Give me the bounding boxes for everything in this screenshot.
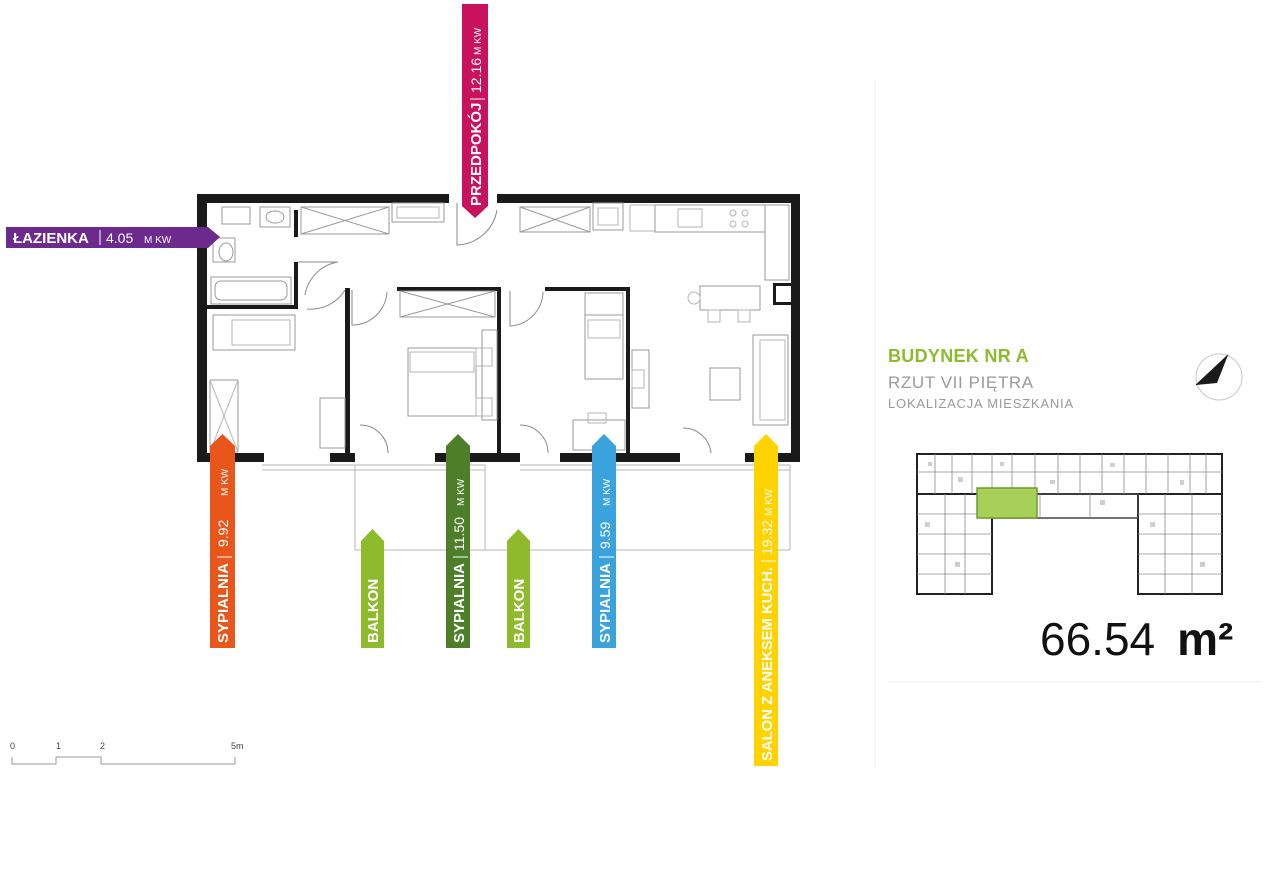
room-area-bathroom: 4.05 (106, 230, 133, 246)
room-unit-hall: M KW (473, 27, 484, 55)
room-label-living: SALON Z ANEKSEM KUCH. 19.32 M KW (754, 434, 778, 766)
room-name-bedroom-3: SYPIALNIA (597, 563, 614, 643)
room-name-bathroom: ŁAZIENKA (13, 230, 89, 247)
room-unit-bedroom-2: M KW (456, 478, 467, 506)
room-area-bedroom-1: 9.92 (215, 520, 231, 547)
apartment-location-highlight (976, 487, 1038, 519)
scale-tick-2: 2 (100, 741, 105, 751)
interior-walls (207, 210, 791, 453)
building-locator-plan (916, 453, 1223, 595)
room-label-bedroom-3: SYPIALNIA 9.59 M KW (592, 434, 616, 648)
room-label-bathroom: ŁAZIENKA 4.05 M KW (6, 227, 220, 248)
door-swings (298, 203, 712, 454)
room-name-bedroom-1: SYPIALNIA (215, 563, 232, 643)
total-area-value: 66.54 (1040, 613, 1156, 665)
room-unit-bathroom: M KW (144, 235, 172, 246)
room-area-living: 19.32 (759, 520, 775, 555)
balcony-outline (262, 464, 791, 551)
total-area-unit: m² (1177, 613, 1234, 665)
room-label-hall: PRZEDPOKÓJ 12.16 M KW (462, 4, 488, 218)
room-unit-living: M KW (764, 488, 775, 516)
room-name-hall: PRZEDPOKÓJ (467, 103, 485, 206)
room-area-bedroom-3: 9.59 (597, 522, 613, 549)
room-area-hall: 12.16 (468, 58, 484, 93)
room-name-living: SALON Z ANEKSEM KUCH. (759, 567, 776, 761)
scale-bar: 0 1 2 5m (10, 741, 244, 765)
room-name-bedroom-2: SYPIALNIA (451, 563, 468, 643)
scale-tick-5m: 5m (231, 741, 244, 751)
total-area: 66.54 m² (1040, 612, 1233, 666)
floor-label: RZUT VII PIĘTRA (888, 373, 1034, 392)
building-title: BUDYNEK NR A (888, 346, 1029, 366)
scale-tick-1: 1 (56, 741, 61, 751)
room-area-bedroom-2: 11.50 (451, 517, 467, 551)
balcony-name-1: BALKON (365, 579, 382, 643)
balcony-label-1: BALKON (361, 529, 384, 648)
room-label-bedroom-2: SYPIALNIA 11.50 M KW (446, 434, 470, 648)
location-label: LOKALIZACJA MIESZKANIA (888, 396, 1074, 411)
fixtures (209, 202, 790, 453)
room-unit-bedroom-3: M KW (602, 478, 613, 506)
balcony-label-2: BALKON (507, 529, 530, 648)
room-unit-bedroom-1: M KW (220, 468, 231, 496)
north-arrow-icon (1195, 353, 1243, 401)
balcony-name-2: BALKON (511, 579, 528, 643)
room-label-bedroom-1: SYPIALNIA 9.92 M KW (210, 434, 235, 648)
scale-tick-0: 0 (10, 741, 15, 751)
